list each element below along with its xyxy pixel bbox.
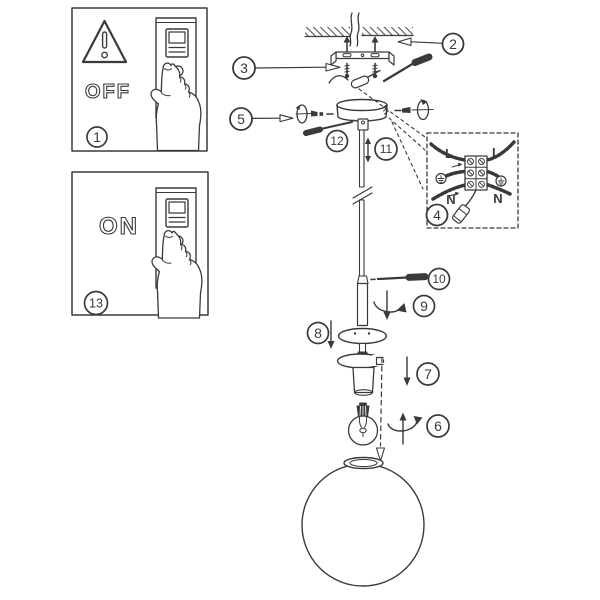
step-marker-13: 13 [83,290,109,316]
svg-text:6: 6 [434,418,442,434]
globe-collar [343,456,384,470]
step-marker-5: 5 [229,107,294,131]
cord-grip-box [350,118,369,131]
shade-holder [336,327,388,396]
filament [358,416,368,437]
off-instruction-panel: OFF 1 [71,7,208,152]
mounting-screw-right [371,36,379,55]
ceiling-hatch-left [305,27,350,36]
earth-terminal-icon [435,172,447,185]
step-marker-1: 1 [86,126,108,148]
screwdriver-icon [382,53,433,83]
break-marks [352,186,373,205]
wire-connector [328,69,381,89]
globe-sphere [301,463,425,587]
mounting-bracket [330,51,395,66]
zoom-guide-lines [358,88,426,190]
canopy-assembly [295,98,434,136]
mounting-bracket-assembly [328,36,433,89]
svg-text:13: 13 [89,297,103,311]
cables [429,140,516,201]
svg-text:8: 8 [314,325,322,341]
pendant-rod [352,129,373,327]
svg-text:10: 10 [432,272,446,286]
step-marker-9: 9 [373,290,436,320]
step-marker-6: 6 [387,412,450,445]
ceiling [304,12,414,47]
cable-notch [372,355,384,366]
step-marker-11: 11 [365,137,398,163]
direction-arrows [448,162,463,197]
step-marker-7: 7 [403,356,440,386]
step-marker-12: 12 [325,129,349,153]
ceiling-hatch-right [362,27,413,35]
terminal-label-n-right: N [493,191,502,206]
step-marker-8: 8 [306,320,335,349]
svg-text:9: 9 [420,298,428,314]
upper-disc [337,327,388,345]
screwdriver-icon [376,273,429,281]
terminal-block [464,155,488,191]
step-marker-10: 10 [370,267,451,291]
bulb-glass [347,415,379,446]
plug-connector [451,189,477,224]
step-marker-4: 4 [425,203,449,227]
side-screw-left [295,104,334,124]
svg-text:3: 3 [240,60,248,76]
terminal-label-n-left: N [446,192,455,207]
insert-guide-line [375,357,386,462]
bulb [347,402,379,446]
svg-text:12: 12 [330,134,344,148]
warning-triangle-icon [81,19,128,64]
earth-terminal-icon [495,175,507,187]
svg-text:7: 7 [424,366,432,382]
bracket-screw-right [372,62,378,79]
rotate-up-icon [387,412,423,445]
bracket-screw-left [344,62,350,79]
svg-text:2: 2 [449,36,457,52]
rotate-down-icon [373,290,407,320]
bulb-cap [356,402,370,417]
screwdriver-icon [303,121,353,136]
svg-text:11: 11 [380,142,393,156]
svg-text:5: 5 [237,111,245,127]
supply-wires [349,12,360,47]
wiring-detail-box: L L N N [425,132,519,229]
side-screw-right [394,99,434,121]
globe-shade [301,456,425,587]
terminal-label-l-right: L [492,145,500,160]
on-instruction-panel: ON 13 [71,171,209,319]
canopy-body [336,98,389,122]
on-label: ON [99,213,139,240]
svg-text:1: 1 [93,129,101,145]
mounting-screw-left [343,36,351,55]
svg-text:4: 4 [433,207,441,223]
off-label: OFF [85,81,131,103]
step-marker-3: 3 [232,56,341,80]
step-marker-2: 2 [397,32,465,56]
double-arrow-icon [365,137,371,163]
socket-cup [352,366,375,396]
